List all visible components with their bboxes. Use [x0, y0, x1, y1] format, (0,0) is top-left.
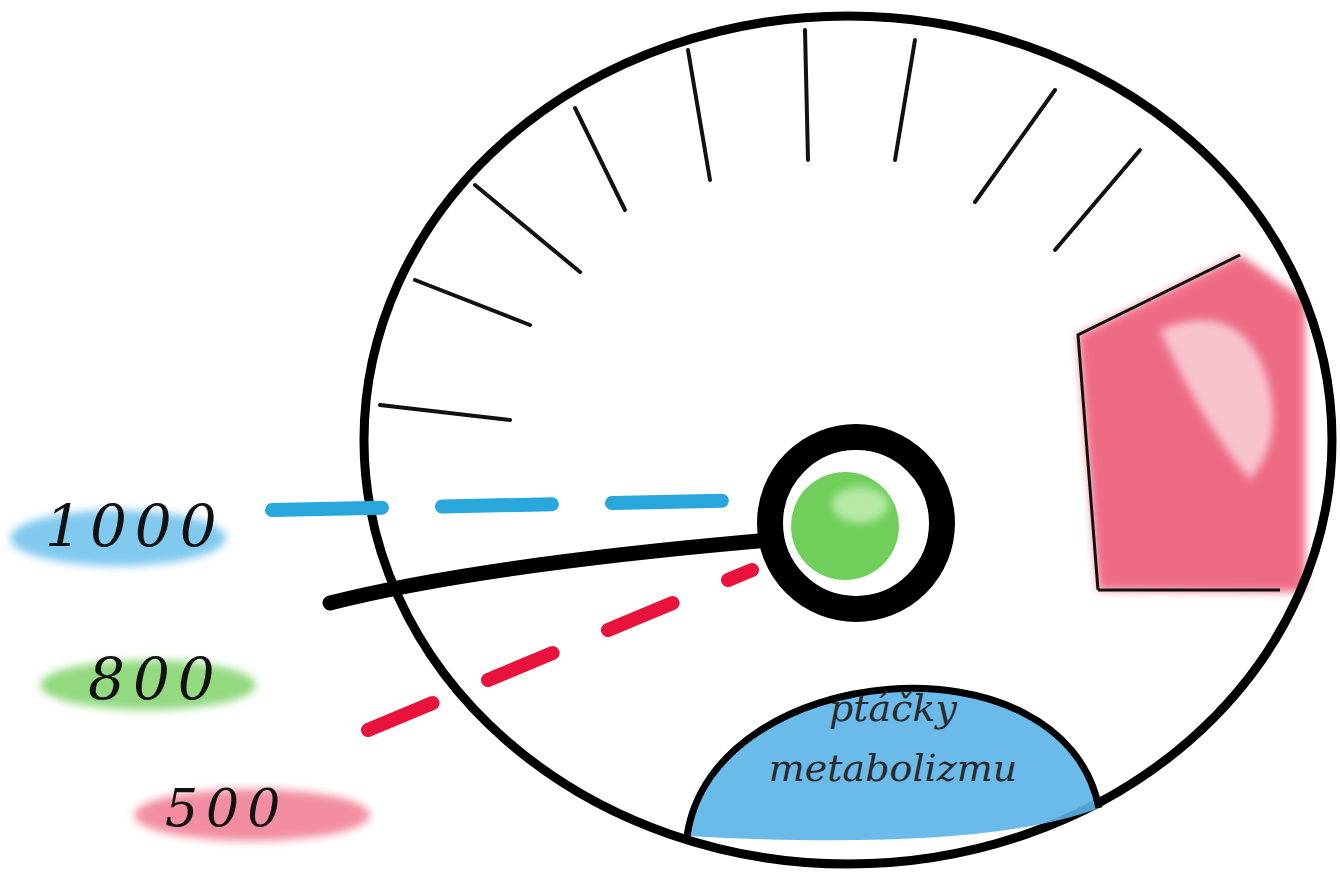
red-zone — [1078, 255, 1305, 592]
speed-value: 500 — [165, 778, 288, 838]
hub-light — [791, 472, 899, 580]
red-zone-outline — [1078, 255, 1280, 590]
speed-value: 800 — [88, 645, 223, 713]
red-zone-shine — [1160, 320, 1273, 480]
speed-value: 1000 — [45, 492, 225, 560]
dome-text: ptáčky metabolizmu — [753, 640, 1033, 798]
gauge-rim — [364, 16, 1332, 864]
gauge-ticks — [380, 30, 1140, 420]
red-dashed-line — [368, 570, 752, 730]
gauge-needle — [330, 540, 770, 603]
dome-shape — [683, 640, 1103, 840]
gauge-hub — [770, 437, 942, 609]
metabolism-dome: ptáčky metabolizmu — [683, 640, 1103, 840]
blue-dashed-line — [272, 500, 760, 510]
hub-shine — [832, 487, 888, 523]
